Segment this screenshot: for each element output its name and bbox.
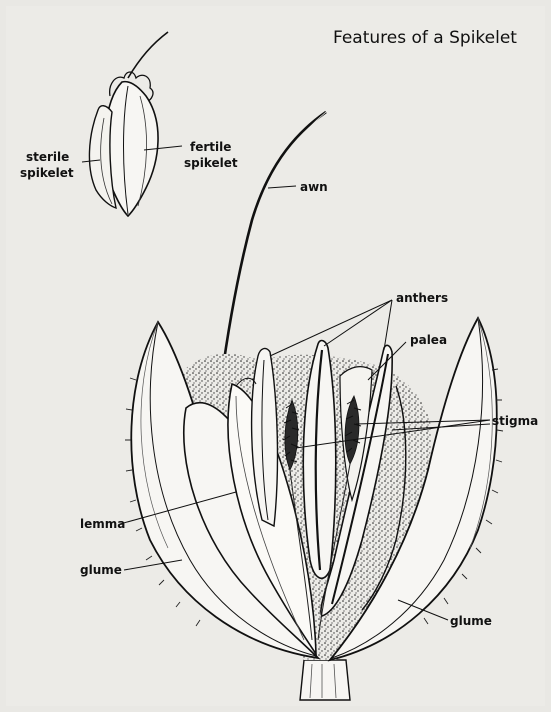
label-palea: palea — [410, 333, 447, 347]
label-stigma: stigma — [492, 414, 538, 428]
anthers-leader-line-3 — [384, 300, 392, 350]
label-glume-right: glume — [450, 614, 492, 628]
anthers-leader-line-1 — [270, 300, 392, 356]
label-lemma: lemma — [80, 517, 125, 531]
label-sterile-line1: sterile — [26, 150, 69, 164]
label-glume-left: glume — [80, 563, 122, 577]
label-fertile-line1: fertile — [190, 140, 231, 154]
label-awn: awn — [300, 180, 328, 194]
label-anthers: anthers — [396, 291, 448, 305]
awn-leader-line — [268, 186, 296, 188]
small-spikelet — [89, 32, 168, 216]
anthers-leader-line-2 — [324, 300, 392, 346]
label-fertile-line2: spikelet — [184, 156, 238, 170]
figure-title: Features of a Spikelet — [333, 28, 517, 48]
stalk — [300, 660, 350, 700]
label-sterile-line2: spikelet — [20, 166, 74, 180]
